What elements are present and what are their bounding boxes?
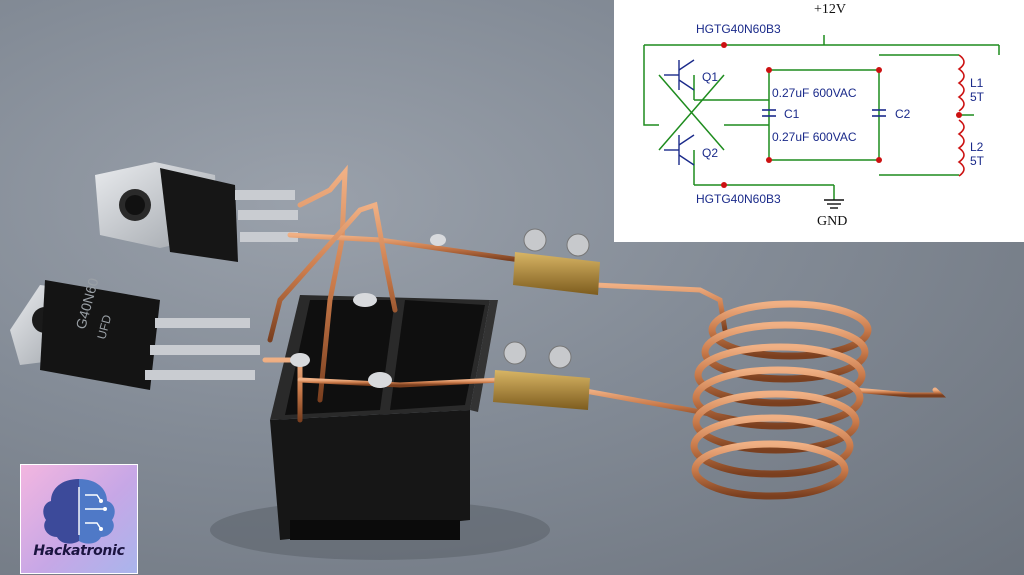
schematic-c2-symbol (872, 109, 886, 117)
schematic-inductors (957, 54, 965, 177)
schematic-q1-symbol (664, 59, 695, 91)
transistor-q2: G40N60 UFD (10, 276, 260, 390)
ground-label: GND (817, 214, 848, 229)
c-bottom-value-label: 0.27uF 600VAC (772, 130, 857, 144)
brass-terminal-bottom (493, 341, 590, 410)
c1-ref-label: C1 (784, 107, 800, 121)
q2-marking-suffix: UFD (94, 313, 114, 341)
schematic-panel: +12V HGTG40N60B3 Q1 Q2 0.27uF 600VAC C1 … (614, 0, 1024, 242)
q2-part-label: HGTG40N60B3 (696, 192, 781, 206)
schematic-wires (643, 35, 1000, 200)
q1-part-label: HGTG40N60B3 (696, 22, 781, 36)
c-top-value-label: 0.27uF 600VAC (772, 86, 857, 100)
capacitor-housing (270, 295, 498, 540)
hackatronic-logo: Hackatronic (20, 464, 138, 574)
copper-coil (690, 300, 872, 500)
l1-ref-label: L1 (970, 76, 984, 90)
l2-ref-label: L2 (970, 140, 984, 154)
schematic-c1-symbol (762, 109, 776, 117)
schematic-q2-symbol (664, 134, 695, 166)
schematic-nodes (721, 42, 962, 188)
c2-ref-label: C2 (895, 107, 911, 121)
l2-turns-label: 5T (970, 154, 985, 168)
q2-ref-label: Q2 (702, 146, 719, 160)
brain-circuit-icon (43, 479, 115, 544)
schematic-diagram (643, 35, 1000, 209)
transistor-q1 (95, 162, 298, 262)
q1-ref-label: Q1 (702, 70, 719, 84)
supply-label: +12V (814, 2, 847, 17)
brand-name: Hackatronic (33, 543, 125, 559)
brass-terminal-top (513, 228, 600, 295)
ground-symbol (824, 199, 844, 209)
solder-joints (290, 234, 446, 388)
l1-turns-label: 5T (970, 90, 985, 104)
